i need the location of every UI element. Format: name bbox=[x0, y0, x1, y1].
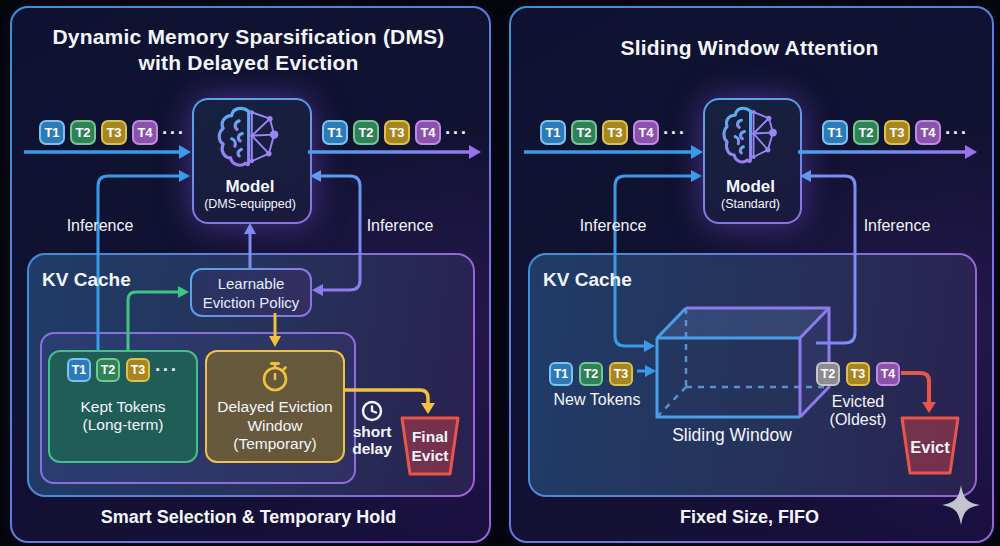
arrowhead-into-model-bottom bbox=[244, 223, 256, 234]
token-chip: T3 bbox=[101, 120, 127, 145]
short-delay-label: short delay bbox=[342, 423, 402, 457]
evicted-label-line1: Evicted bbox=[798, 393, 918, 411]
inference-arrowhead-swa-right bbox=[800, 170, 811, 182]
yellow-evict-arrowhead bbox=[421, 403, 435, 414]
kept-label-line2: (Long-term) bbox=[48, 416, 198, 434]
kept-label-line1: Kept Tokens bbox=[48, 398, 198, 416]
delayed-label-line3: (Temporary) bbox=[205, 435, 345, 454]
token-chip: T1 bbox=[822, 120, 848, 145]
model-label-dms: Model bbox=[192, 177, 308, 197]
stopwatch-icon bbox=[264, 364, 286, 391]
token-chip: T4 bbox=[915, 120, 941, 145]
kept-to-policy-arrow bbox=[128, 292, 180, 350]
evict-arrowhead bbox=[922, 402, 936, 413]
evicted-label-line2: (Oldest) bbox=[798, 411, 918, 429]
token-chip: T4 bbox=[132, 120, 158, 145]
kept-tokens-label: Kept Tokens (Long-term) bbox=[48, 398, 198, 434]
model-label-standard: Model bbox=[703, 177, 798, 197]
swa-caption: Fixed Size, FIFO bbox=[509, 507, 990, 528]
inference-label-left-swa: Inference bbox=[553, 217, 673, 235]
green-arrowhead bbox=[178, 286, 189, 298]
token-chip: T2 bbox=[96, 358, 120, 382]
inference-arrowhead-swa-left bbox=[691, 170, 702, 182]
token-chip: T4 bbox=[415, 120, 441, 145]
output-arrowhead-left-panel bbox=[469, 145, 481, 159]
evicted-label: Evicted (Oldest) bbox=[798, 393, 918, 428]
token-chip: T1 bbox=[549, 362, 573, 386]
token-chip: T2 bbox=[571, 120, 597, 145]
input-arrowhead-left-panel bbox=[179, 145, 191, 159]
delayed-label-line2: Window bbox=[205, 417, 345, 436]
inference-arrowhead-left bbox=[179, 170, 190, 182]
kv-cache-label-right: KV Cache bbox=[543, 269, 632, 291]
ellipsis: ··· bbox=[162, 122, 185, 144]
token-chip: T3 bbox=[384, 120, 410, 145]
sliding-window-label: Sliding Window bbox=[672, 426, 792, 444]
token-chip: T2 bbox=[353, 120, 379, 145]
brain-icon-standard bbox=[724, 108, 777, 162]
token-chip: T3 bbox=[602, 120, 628, 145]
token-chip: T1 bbox=[67, 358, 91, 382]
token-chip: T4 bbox=[876, 362, 900, 386]
arrowhead-into-policy bbox=[312, 284, 323, 296]
final-evict-line2: Evict bbox=[399, 446, 461, 465]
ellipsis: ··· bbox=[445, 122, 468, 144]
brain-icon-dms bbox=[219, 108, 278, 165]
token-chip: T2 bbox=[70, 120, 96, 145]
token-chip: T3 bbox=[884, 120, 910, 145]
inference-label-left-dms: Inference bbox=[40, 217, 160, 235]
token-chip: T1 bbox=[39, 120, 65, 145]
short-delay-line1: short bbox=[342, 423, 402, 440]
ellipsis: ··· bbox=[155, 359, 178, 381]
evict-label: Evict bbox=[900, 438, 960, 457]
new-tokens-arrowhead bbox=[645, 365, 656, 377]
dms-caption: Smart Selection & Temporary Hold bbox=[10, 507, 487, 528]
delayed-eviction-label: Delayed Eviction Window (Temporary) bbox=[205, 398, 345, 454]
yellow-arrowhead-down bbox=[269, 336, 281, 347]
input-arrowhead-right-panel bbox=[691, 145, 703, 159]
delayed-to-evict-arrow bbox=[345, 390, 428, 404]
token-chip: T3 bbox=[846, 362, 870, 386]
token-chip: T4 bbox=[633, 120, 659, 145]
final-evict-line1: Final bbox=[399, 427, 461, 446]
inference-label-right-dms: Inference bbox=[340, 217, 460, 235]
swa-title: Sliding Window Attention bbox=[509, 35, 990, 61]
ellipsis: ··· bbox=[945, 122, 968, 144]
dms-title-line2: with Delayed Eviction bbox=[10, 50, 487, 76]
inference-arrowhead-into-model bbox=[310, 170, 321, 182]
ellipsis: ··· bbox=[663, 122, 686, 144]
arrowhead-into-window bbox=[644, 340, 655, 352]
short-delay-line2: delay bbox=[342, 440, 402, 457]
output-arrowhead-right-panel bbox=[965, 145, 977, 159]
inference-line-left bbox=[98, 176, 182, 350]
delayed-label-line1: Delayed Eviction bbox=[205, 398, 345, 417]
token-chip: T1 bbox=[322, 120, 348, 145]
final-evict-label: Final Evict bbox=[399, 427, 461, 465]
dms-title-line1: Dynamic Memory Sparsification (DMS) bbox=[10, 24, 487, 50]
token-chip: T1 bbox=[540, 120, 566, 145]
token-chip: T2 bbox=[579, 362, 603, 386]
dms-title: Dynamic Memory Sparsification (DMS) with… bbox=[10, 24, 487, 76]
kv-cache-label-left: KV Cache bbox=[42, 269, 131, 291]
token-chip: T3 bbox=[126, 358, 150, 382]
token-chip: T3 bbox=[609, 362, 633, 386]
token-chip: T2 bbox=[853, 120, 879, 145]
inference-label-right-swa: Inference bbox=[837, 217, 957, 235]
new-tokens-label: New Tokens bbox=[537, 391, 657, 409]
model-sublabel-dms: (DMS-equipped) bbox=[192, 197, 308, 211]
token-chip: T2 bbox=[816, 362, 840, 386]
model-sublabel-standard: (Standard) bbox=[703, 197, 798, 211]
clock-icon bbox=[363, 402, 381, 420]
